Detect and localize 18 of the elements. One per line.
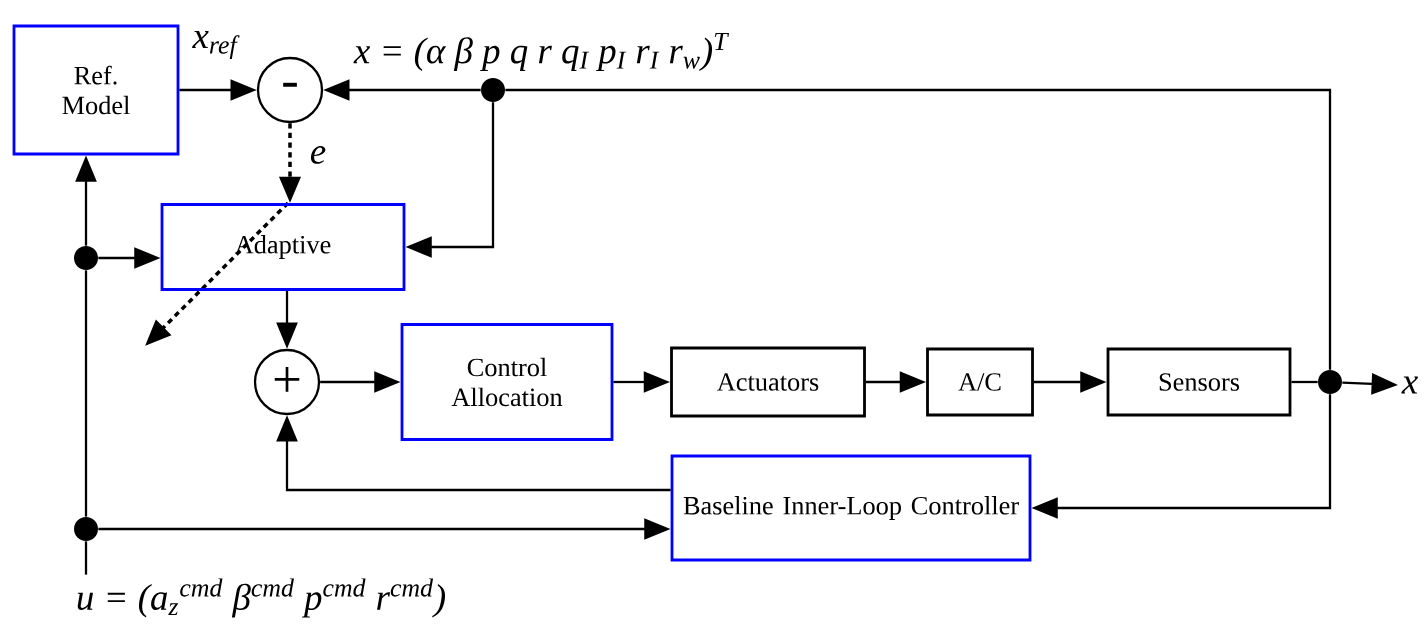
- block-box: Sensors: [1106, 347, 1292, 417]
- block-box: A/C: [926, 347, 1034, 417]
- edge-label: e: [310, 146, 326, 164]
- block-box: Control Allocation: [400, 323, 614, 441]
- junction-dot: [1318, 370, 1342, 394]
- block-box: Ref. Model: [12, 24, 180, 156]
- block-box: Adaptive: [160, 203, 406, 291]
- block-box: Baseline Inner-Loop Controller: [670, 454, 1032, 562]
- junction-dot: [481, 78, 505, 102]
- block-box: Actuators: [670, 346, 866, 418]
- input-vector-label: u = (a$_{z}$$^{cmd}$ β$^{cmd}$ p$^{cmd}$ r$^{cmd}$): [77, 578, 446, 618]
- summing-junction: +: [253, 348, 321, 416]
- summing-junction: -: [256, 56, 324, 124]
- state-vector-label: x = (α β p q r q$_{I}$ p$_{I}$ r$_{I}$ r$_{w}$)$^{T}$: [353, 33, 730, 71]
- edge-label: x$_{ref}$: [192, 30, 240, 59]
- junction-dot: [74, 517, 98, 541]
- signal-label: x: [1401, 376, 1418, 394]
- junction-dot: [74, 246, 98, 270]
